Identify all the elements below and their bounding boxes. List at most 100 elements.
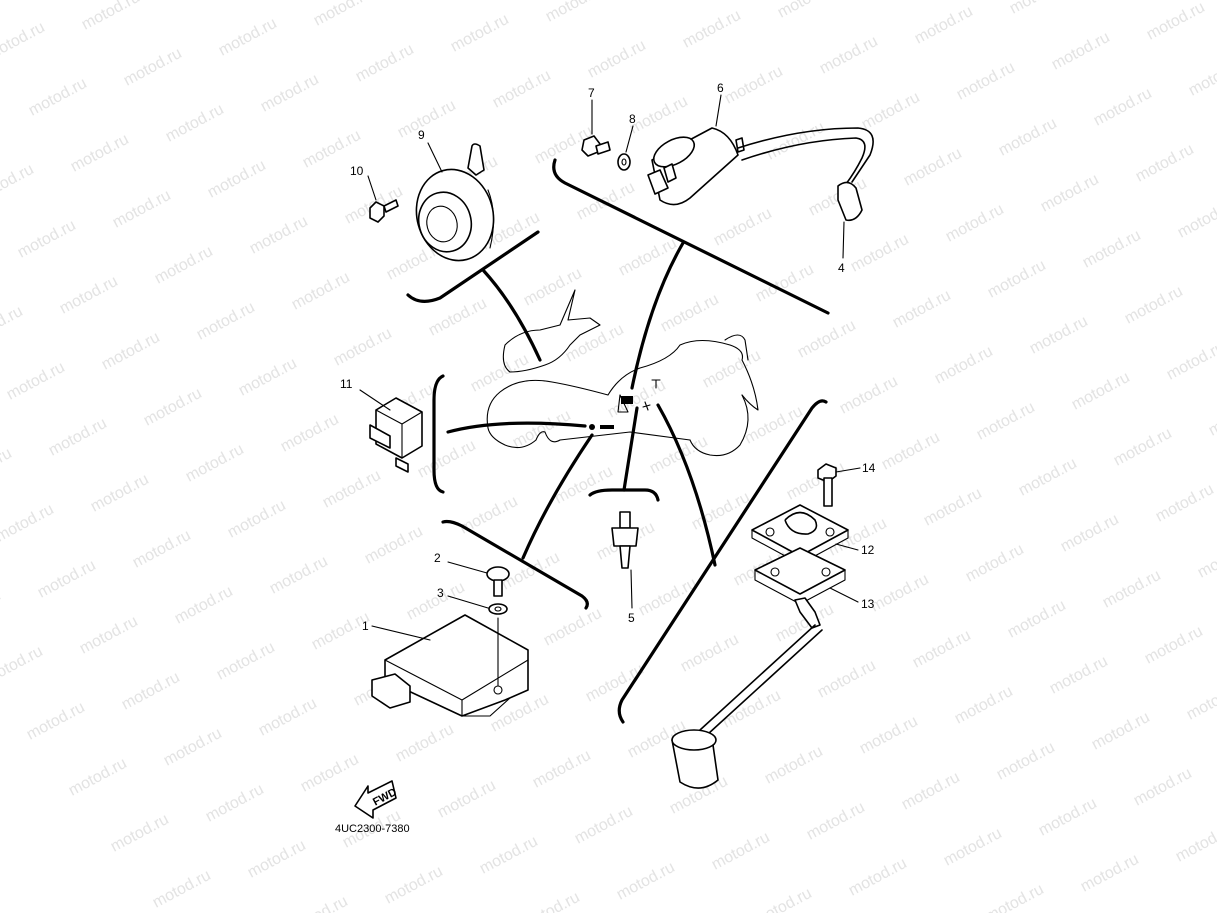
watermark-text: motod.ru <box>1173 821 1217 866</box>
callout-5: 5 <box>628 611 635 625</box>
watermark-text: motod.ru <box>216 15 280 60</box>
watermark-text: motod.ru <box>868 571 932 616</box>
watermark-text: motod.ru <box>1100 567 1164 612</box>
relay-location-marker <box>621 396 633 404</box>
callout-8: 8 <box>629 112 636 126</box>
watermark-text: motod.ru <box>753 261 817 306</box>
watermark-text: motod.ru <box>205 157 269 202</box>
watermark-text: motod.ru <box>214 639 278 684</box>
watermark-text: motod.ru <box>954 59 1018 104</box>
watermark-text: motod.ru <box>1133 141 1197 186</box>
callout-10: 10 <box>350 164 364 178</box>
watermark-text: motod.ru <box>912 3 976 48</box>
watermark-text: motod.ru <box>0 587 4 632</box>
bracket-sensor <box>588 488 660 502</box>
watermark-text: motod.ru <box>541 605 605 650</box>
callout-2: 2 <box>434 551 441 565</box>
watermark-text: motod.ru <box>762 743 826 788</box>
watermark-text: motod.ru <box>751 885 815 913</box>
watermark-text: motod.ru <box>278 411 342 456</box>
watermark-text: motod.ru <box>26 75 90 120</box>
watermark-text: motod.ru <box>150 867 214 912</box>
watermark-text: motod.ru <box>572 803 636 848</box>
watermark-text: motod.ru <box>1195 537 1217 582</box>
callout-12: 12 <box>861 543 875 557</box>
watermark-text: motod.ru <box>709 829 773 874</box>
connector-brackets <box>406 158 830 724</box>
watermark-text: motod.ru <box>1089 709 1153 754</box>
watermark-text: motod.ru <box>994 739 1058 784</box>
watermark-text: motod.ru <box>1164 339 1217 384</box>
watermark-text: motod.ru <box>415 437 479 482</box>
callout-7: 7 <box>588 86 595 100</box>
watermark-text: motod.ru <box>4 359 68 404</box>
bolt-part-10 <box>367 175 399 223</box>
watermark-text: motod.ru <box>161 725 225 770</box>
control-unit-part <box>371 561 529 717</box>
watermark-text: motod.ru <box>435 777 499 822</box>
watermark-text: motod.ru <box>108 811 172 856</box>
bracket-relay <box>432 374 445 494</box>
callout-6: 6 <box>717 81 724 95</box>
callout-1: 1 <box>362 619 369 633</box>
callout-3: 3 <box>437 586 444 600</box>
fuel-sender-part <box>671 463 861 789</box>
watermark-text: motod.ru <box>804 799 868 844</box>
motorcycle-outline <box>486 289 759 457</box>
watermark-text: motod.ru <box>1078 851 1142 896</box>
watermark-text: motod.ru <box>815 657 879 702</box>
watermark-text: motod.ru <box>395 97 459 142</box>
watermark-text: motod.ru <box>1206 395 1217 440</box>
watermark-text: motod.ru <box>901 145 965 190</box>
watermark-text: motod.ru <box>426 295 490 340</box>
watermark-text: motod.ru <box>256 695 320 740</box>
watermark-text: motod.ru <box>110 187 174 232</box>
watermark-text: motod.ru <box>1186 55 1217 100</box>
watermark-text: motod.ru <box>163 101 227 146</box>
watermark-text: motod.ru <box>857 713 921 758</box>
watermark-text: motod.ru <box>88 471 152 516</box>
watermark-text: motod.ru <box>1080 227 1144 272</box>
watermark-text: motod.ru <box>1111 425 1175 470</box>
watermark-text: motod.ru <box>1122 283 1186 328</box>
unit-location-marker <box>600 425 614 429</box>
watermark-text: motod.ru <box>585 37 649 82</box>
watermark-text: motod.ru <box>1175 197 1217 242</box>
watermark-text: motod.ru <box>0 19 48 64</box>
watermark-text: motod.ru <box>267 553 331 598</box>
watermark-text: motod.ru <box>298 751 362 796</box>
watermark-text: motod.ru <box>742 403 806 448</box>
watermark-text: motod.ru <box>1016 455 1080 500</box>
callout-11: 11 <box>340 377 353 391</box>
watermark-text: motod.ru <box>775 0 839 22</box>
callout-13: 13 <box>861 597 875 611</box>
watermark-text: motod.ru <box>784 459 848 504</box>
watermark-text: motod.ru <box>77 613 141 658</box>
watermark-text: motod.ru <box>258 71 322 116</box>
watermark-text: motod.ru <box>311 0 375 30</box>
watermark-text: motod.ru <box>1131 765 1195 810</box>
watermark-text: motod.ru <box>846 855 910 900</box>
watermark-text: motod.ru <box>943 201 1007 246</box>
callout-9: 9 <box>418 128 425 142</box>
watermark-text: motod.ru <box>616 235 680 280</box>
watermark-text: motod.ru <box>583 661 647 706</box>
watermark-text: motod.ru <box>247 213 311 258</box>
watermark-text: motod.ru <box>574 179 638 224</box>
bracket-coil <box>552 158 830 315</box>
watermark-text: motod.ru <box>932 343 996 388</box>
watermark-text: motod.ru <box>320 467 384 512</box>
watermark-text: motod.ru <box>941 825 1005 870</box>
watermark-text: motod.ru <box>899 769 963 814</box>
watermark-text: motod.ru <box>1058 511 1122 556</box>
watermark-text: motod.ru <box>1153 481 1217 526</box>
watermark-text: motod.ru <box>194 299 258 344</box>
watermark-text: motod.ru <box>722 63 786 108</box>
watermark-text: motod.ru <box>353 41 417 86</box>
watermark-text: motod.ru <box>1005 597 1069 642</box>
watermark-text: motod.ru <box>983 881 1047 913</box>
watermark-text: motod.ru <box>1049 29 1113 74</box>
watermark-text: motod.ru <box>1007 0 1071 18</box>
watermark-text: motod.ru <box>287 893 351 913</box>
